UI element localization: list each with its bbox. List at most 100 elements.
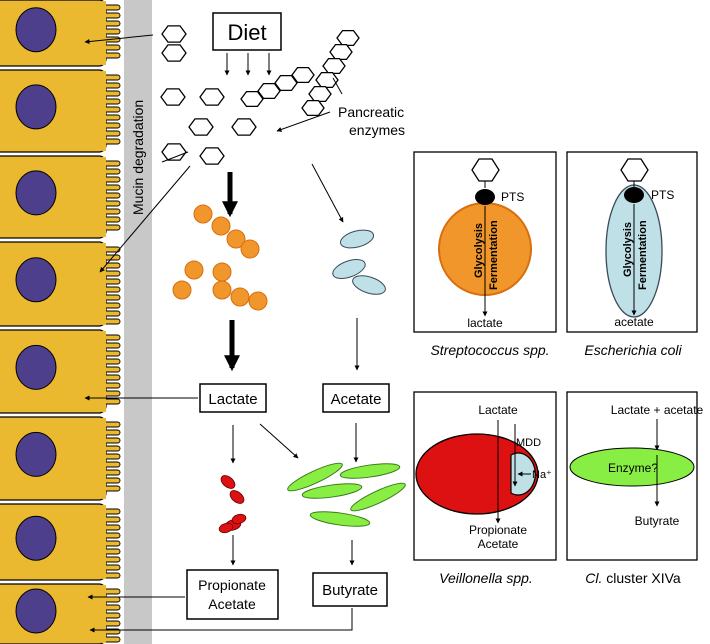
glycolysis-label: Glycolysis <box>473 223 485 278</box>
propionate-label: Propionate <box>198 577 266 593</box>
nucleus <box>15 257 57 303</box>
ecoli-panel: PTS Glycolysis Fermentation acetate <box>566 151 698 333</box>
nucleus <box>15 431 57 477</box>
veillonella-panel: Lactate MDD Na⁺ Propionate Acetate <box>413 391 557 561</box>
glucose-hexagon-icon <box>199 88 225 106</box>
lactate-acetate-input-label: Lactate + acetate <box>611 403 704 417</box>
glucose-hexagon-icon <box>161 25 187 43</box>
veillonella-caption: Veillonella spp. <box>439 570 533 586</box>
ecoli-caption: Escherichia coli <box>584 342 682 358</box>
coccus-cell <box>193 204 213 224</box>
polysaccharide-hexagon-icon <box>257 82 281 100</box>
acetate-product-label: Acetate <box>208 596 256 612</box>
epithelial-cell-layer <box>0 0 121 644</box>
lactate-product-label: lactate <box>467 316 503 330</box>
lactate-to-clostridia-arrow <box>259 423 299 459</box>
butyrate-output-label: Butyrate <box>635 514 680 528</box>
acetate-product-label: acetate <box>614 315 654 329</box>
glucose-hexagon-icon <box>161 143 187 161</box>
clostridium-panel: Lactate + acetate Enzyme? Butyrate <box>566 391 704 561</box>
coccus-cell <box>172 280 192 300</box>
arrow-to-ecoli <box>311 163 344 223</box>
nucleus <box>15 515 57 561</box>
clostridium-caption: Cl. cluster XIVa <box>585 570 681 586</box>
butyrate-label: Butyrate <box>322 582 378 599</box>
acetate-output-label: Acetate <box>478 537 519 551</box>
epithelial-cell <box>0 329 121 414</box>
glucose-hexagon-icon <box>231 118 257 136</box>
ecoli-rod <box>332 258 366 280</box>
coccus-cell <box>212 262 232 282</box>
glucose-hexagon-icon <box>620 158 649 182</box>
pts-transporter <box>475 189 495 205</box>
pts-label: PTS <box>501 190 524 204</box>
epithelial-cell <box>0 0 121 67</box>
coccus-cell <box>230 287 250 307</box>
glycolysis-label: Glycolysis <box>622 222 634 277</box>
clostridia-rod <box>339 463 401 479</box>
diet-label: Diet <box>227 20 266 45</box>
epithelial-cell <box>0 583 121 644</box>
enzyme-label: Enzyme? <box>608 461 658 475</box>
veillonella-cell <box>229 490 245 504</box>
lactate-input-label: Lactate <box>478 403 518 417</box>
epithelial-cell <box>0 155 121 239</box>
glucose-hexagon-icon <box>188 118 214 136</box>
coccus-cell <box>240 239 260 259</box>
glucose-hexagon-icon <box>471 158 500 182</box>
coccus-cell <box>211 216 231 236</box>
nucleus <box>15 588 57 634</box>
ecoli-rod <box>339 229 375 249</box>
mucus-layer <box>124 0 152 644</box>
coccus-cell <box>226 229 246 249</box>
polysaccharide-hexagon-icon <box>240 90 264 108</box>
diet-box <box>212 12 282 51</box>
clostridia-rod <box>301 483 363 499</box>
streptococcus-caption: Streptococcus spp. <box>430 342 549 358</box>
nucleus <box>15 344 57 390</box>
enzyme-arrow <box>276 111 331 132</box>
acetate-box <box>322 383 390 413</box>
clostridium-caption-genus: Cl. <box>585 570 602 586</box>
pts-label: PTS <box>651 188 674 202</box>
polysaccharide-hexagon-icon <box>291 66 315 84</box>
glucose-hexagon-icon <box>199 147 225 165</box>
escherichia-coli-cells <box>332 229 386 295</box>
nucleus <box>15 170 57 216</box>
sugar-to-cell-arrow <box>161 151 189 163</box>
coccus-cell <box>212 280 232 300</box>
pancreatic-enzymes-label: Pancreatic <box>338 104 404 120</box>
veillonella-cell <box>415 433 539 515</box>
ecoli-rod <box>352 275 386 295</box>
butyrate-to-cell-arrow <box>89 608 353 633</box>
polysaccharide-chain-group <box>240 29 360 117</box>
epithelial-cell <box>0 69 121 153</box>
coccus-cell <box>248 291 268 311</box>
polysaccharide-hexagon-icon <box>308 85 332 103</box>
propionate-output-label: Propionate <box>469 523 527 537</box>
epithelial-cell <box>0 241 121 327</box>
mdd-label: MDD <box>516 437 541 449</box>
sugar-to-cell-arrow <box>99 165 191 273</box>
clostridium-caption-cluster: cluster XIVa <box>602 570 681 586</box>
propionate-acetate-box <box>186 569 279 620</box>
streptococcus-panel: PTS Glycolysis Fermentation lactate <box>413 151 557 333</box>
nucleus <box>15 84 57 130</box>
clostridia-rod <box>309 511 371 527</box>
clostridia-rod <box>350 482 406 512</box>
acetate-label: Acetate <box>331 391 382 408</box>
lactate-label: Lactate <box>208 391 257 408</box>
glucose-hexagon-icon <box>160 88 186 106</box>
epithelial-cell <box>0 503 121 581</box>
coccus-cell <box>184 260 204 280</box>
mucin-degradation-label: Mucin degradation <box>130 100 146 215</box>
sodium-label: Na⁺ <box>532 469 552 481</box>
clostridia-cells <box>287 462 406 527</box>
fermentation-label: Fermentation <box>488 220 500 290</box>
polysaccharide-hexagon-icon <box>336 29 360 47</box>
nucleus <box>15 7 57 53</box>
polysaccharide-hexagon-icon <box>329 43 353 61</box>
veillonella-cell <box>218 522 234 534</box>
polysaccharide-hexagon-icon <box>301 99 325 117</box>
